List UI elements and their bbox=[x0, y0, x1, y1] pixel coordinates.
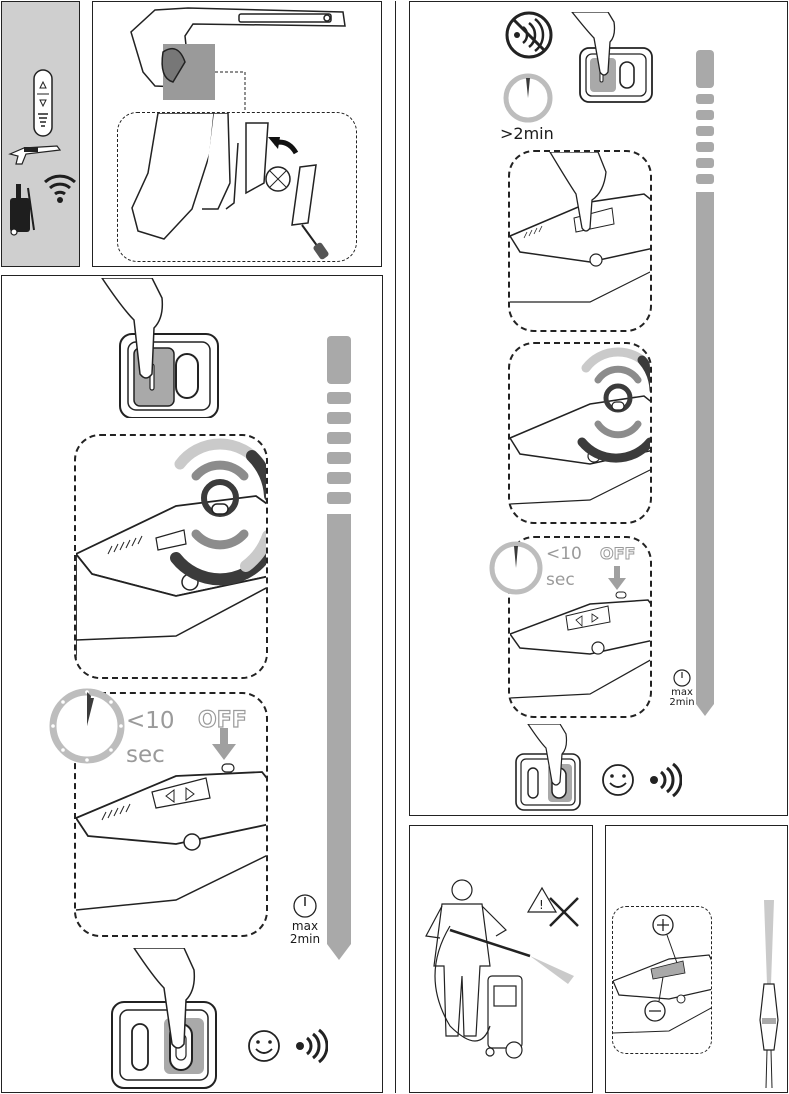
pairing-signal-callout-right bbox=[508, 342, 652, 524]
spray-gun-icon bbox=[10, 146, 60, 164]
timer-less-than-10-right: <10 bbox=[546, 546, 582, 563]
two-min-label-right: 2min bbox=[664, 698, 700, 708]
keypad-press-confirm-illustration bbox=[110, 948, 220, 1092]
small-timer-icon bbox=[291, 892, 319, 920]
spray-gun-illustration bbox=[131, 8, 345, 100]
max-label-left: max bbox=[285, 920, 325, 932]
svg-text:!: ! bbox=[539, 898, 544, 912]
timer-sec-right: sec bbox=[546, 572, 575, 589]
timer-icon-right-2 bbox=[488, 540, 544, 596]
progress-indicator-left bbox=[325, 334, 353, 962]
smiley-icon bbox=[246, 1028, 282, 1064]
battery-install-panel bbox=[92, 1, 382, 267]
progress-indicator-right bbox=[695, 48, 715, 718]
no-signal-icon bbox=[504, 10, 554, 60]
signal-waves-icon-right bbox=[648, 762, 682, 798]
pairing-steps-panel: <10 sec OFF max 2min bbox=[1, 275, 383, 1093]
keypad-press-illustration bbox=[82, 278, 232, 418]
timer-less-than-10: <10 bbox=[126, 710, 175, 733]
pressure-adjust-panel bbox=[605, 825, 788, 1093]
off-label: OFF bbox=[198, 710, 247, 732]
keypad-press-confirm-illustration-right bbox=[514, 724, 584, 812]
signal-waves-icon bbox=[294, 1028, 328, 1064]
wifi-icon bbox=[45, 176, 75, 203]
timer-sec: sec bbox=[126, 744, 165, 767]
small-timer-icon-right bbox=[672, 668, 692, 688]
usage-warning-panel: ! bbox=[409, 825, 593, 1093]
battery-detail-callout bbox=[117, 112, 357, 262]
timer-icon bbox=[47, 686, 127, 766]
unpairing-steps-panel: >2min bbox=[409, 1, 788, 816]
plus-icon bbox=[653, 915, 677, 963]
smiley-icon-right bbox=[600, 762, 636, 798]
column-divider bbox=[395, 1, 396, 1093]
warning-icon: ! bbox=[528, 888, 578, 926]
two-min-label-left: 2min bbox=[283, 933, 327, 945]
over-2min-label: >2min bbox=[500, 126, 554, 142]
sidebar-legend bbox=[1, 1, 80, 267]
pressure-washer-icon bbox=[10, 184, 34, 235]
keypad-press-illustration-right bbox=[566, 12, 656, 104]
pressure-keypad-callout bbox=[612, 906, 712, 1054]
press-button-callout bbox=[508, 150, 652, 332]
nozzle-spray-icon bbox=[754, 900, 784, 1090]
pairing-signal-callout bbox=[74, 434, 268, 679]
remote-control-icon bbox=[34, 70, 52, 136]
timer-icon-right bbox=[502, 72, 554, 124]
off-label-right: OFF bbox=[600, 546, 635, 562]
